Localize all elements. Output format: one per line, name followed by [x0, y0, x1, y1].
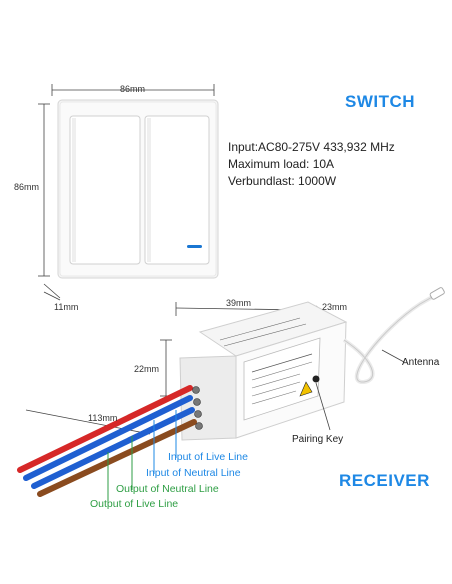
switch-title: SWITCH [345, 92, 416, 111]
antenna-wire [342, 287, 445, 384]
receiver-title: RECEIVER [339, 471, 430, 490]
wire-label-input-live: Input of Live Line [168, 451, 248, 463]
switch-height-dimension [38, 103, 50, 277]
led-indicator [187, 245, 202, 248]
receiver-height-label: 22mm [134, 364, 160, 374]
switch-right-rocker [144, 115, 210, 265]
switch-spec-max-load: Maximum load: 10A [228, 157, 335, 171]
switch-body [57, 99, 219, 279]
switch-depth-label: 11mm [54, 302, 79, 312]
receiver-depth-label: 23mm [322, 302, 348, 312]
pairing-key-label: Pairing Key [292, 434, 344, 445]
receiver-height-dimension [160, 339, 172, 397]
warning-triangle-icon [299, 381, 313, 397]
pairing-key-button [312, 375, 320, 383]
switch-spec-verbundlast: Verbundlast: 1000W [228, 174, 337, 188]
wire-leader-lines [107, 410, 177, 505]
antenna-label: Antenna [402, 357, 440, 368]
receiver-length-label: 39mm [226, 298, 252, 308]
switch-depth-dimension [43, 283, 61, 301]
switch-spec-input: Input:AC80-275V 433,932 MHz [228, 140, 395, 154]
switch-width-dimension [51, 84, 215, 96]
wire-label-input-neutral: Input of Neutral Line [146, 467, 241, 479]
switch-left-rocker [69, 115, 141, 265]
receiver-wires [17, 385, 203, 497]
wire-label-output-live: Output of Live Line [90, 498, 179, 510]
receiver-body [179, 301, 348, 441]
switch-width-label: 86mm [120, 84, 146, 94]
wire-length-label: 113mm [88, 413, 118, 423]
switch-height-label: 86mm [14, 182, 40, 192]
wire-label-output-neutral: Output of Neutral Line [116, 483, 219, 495]
